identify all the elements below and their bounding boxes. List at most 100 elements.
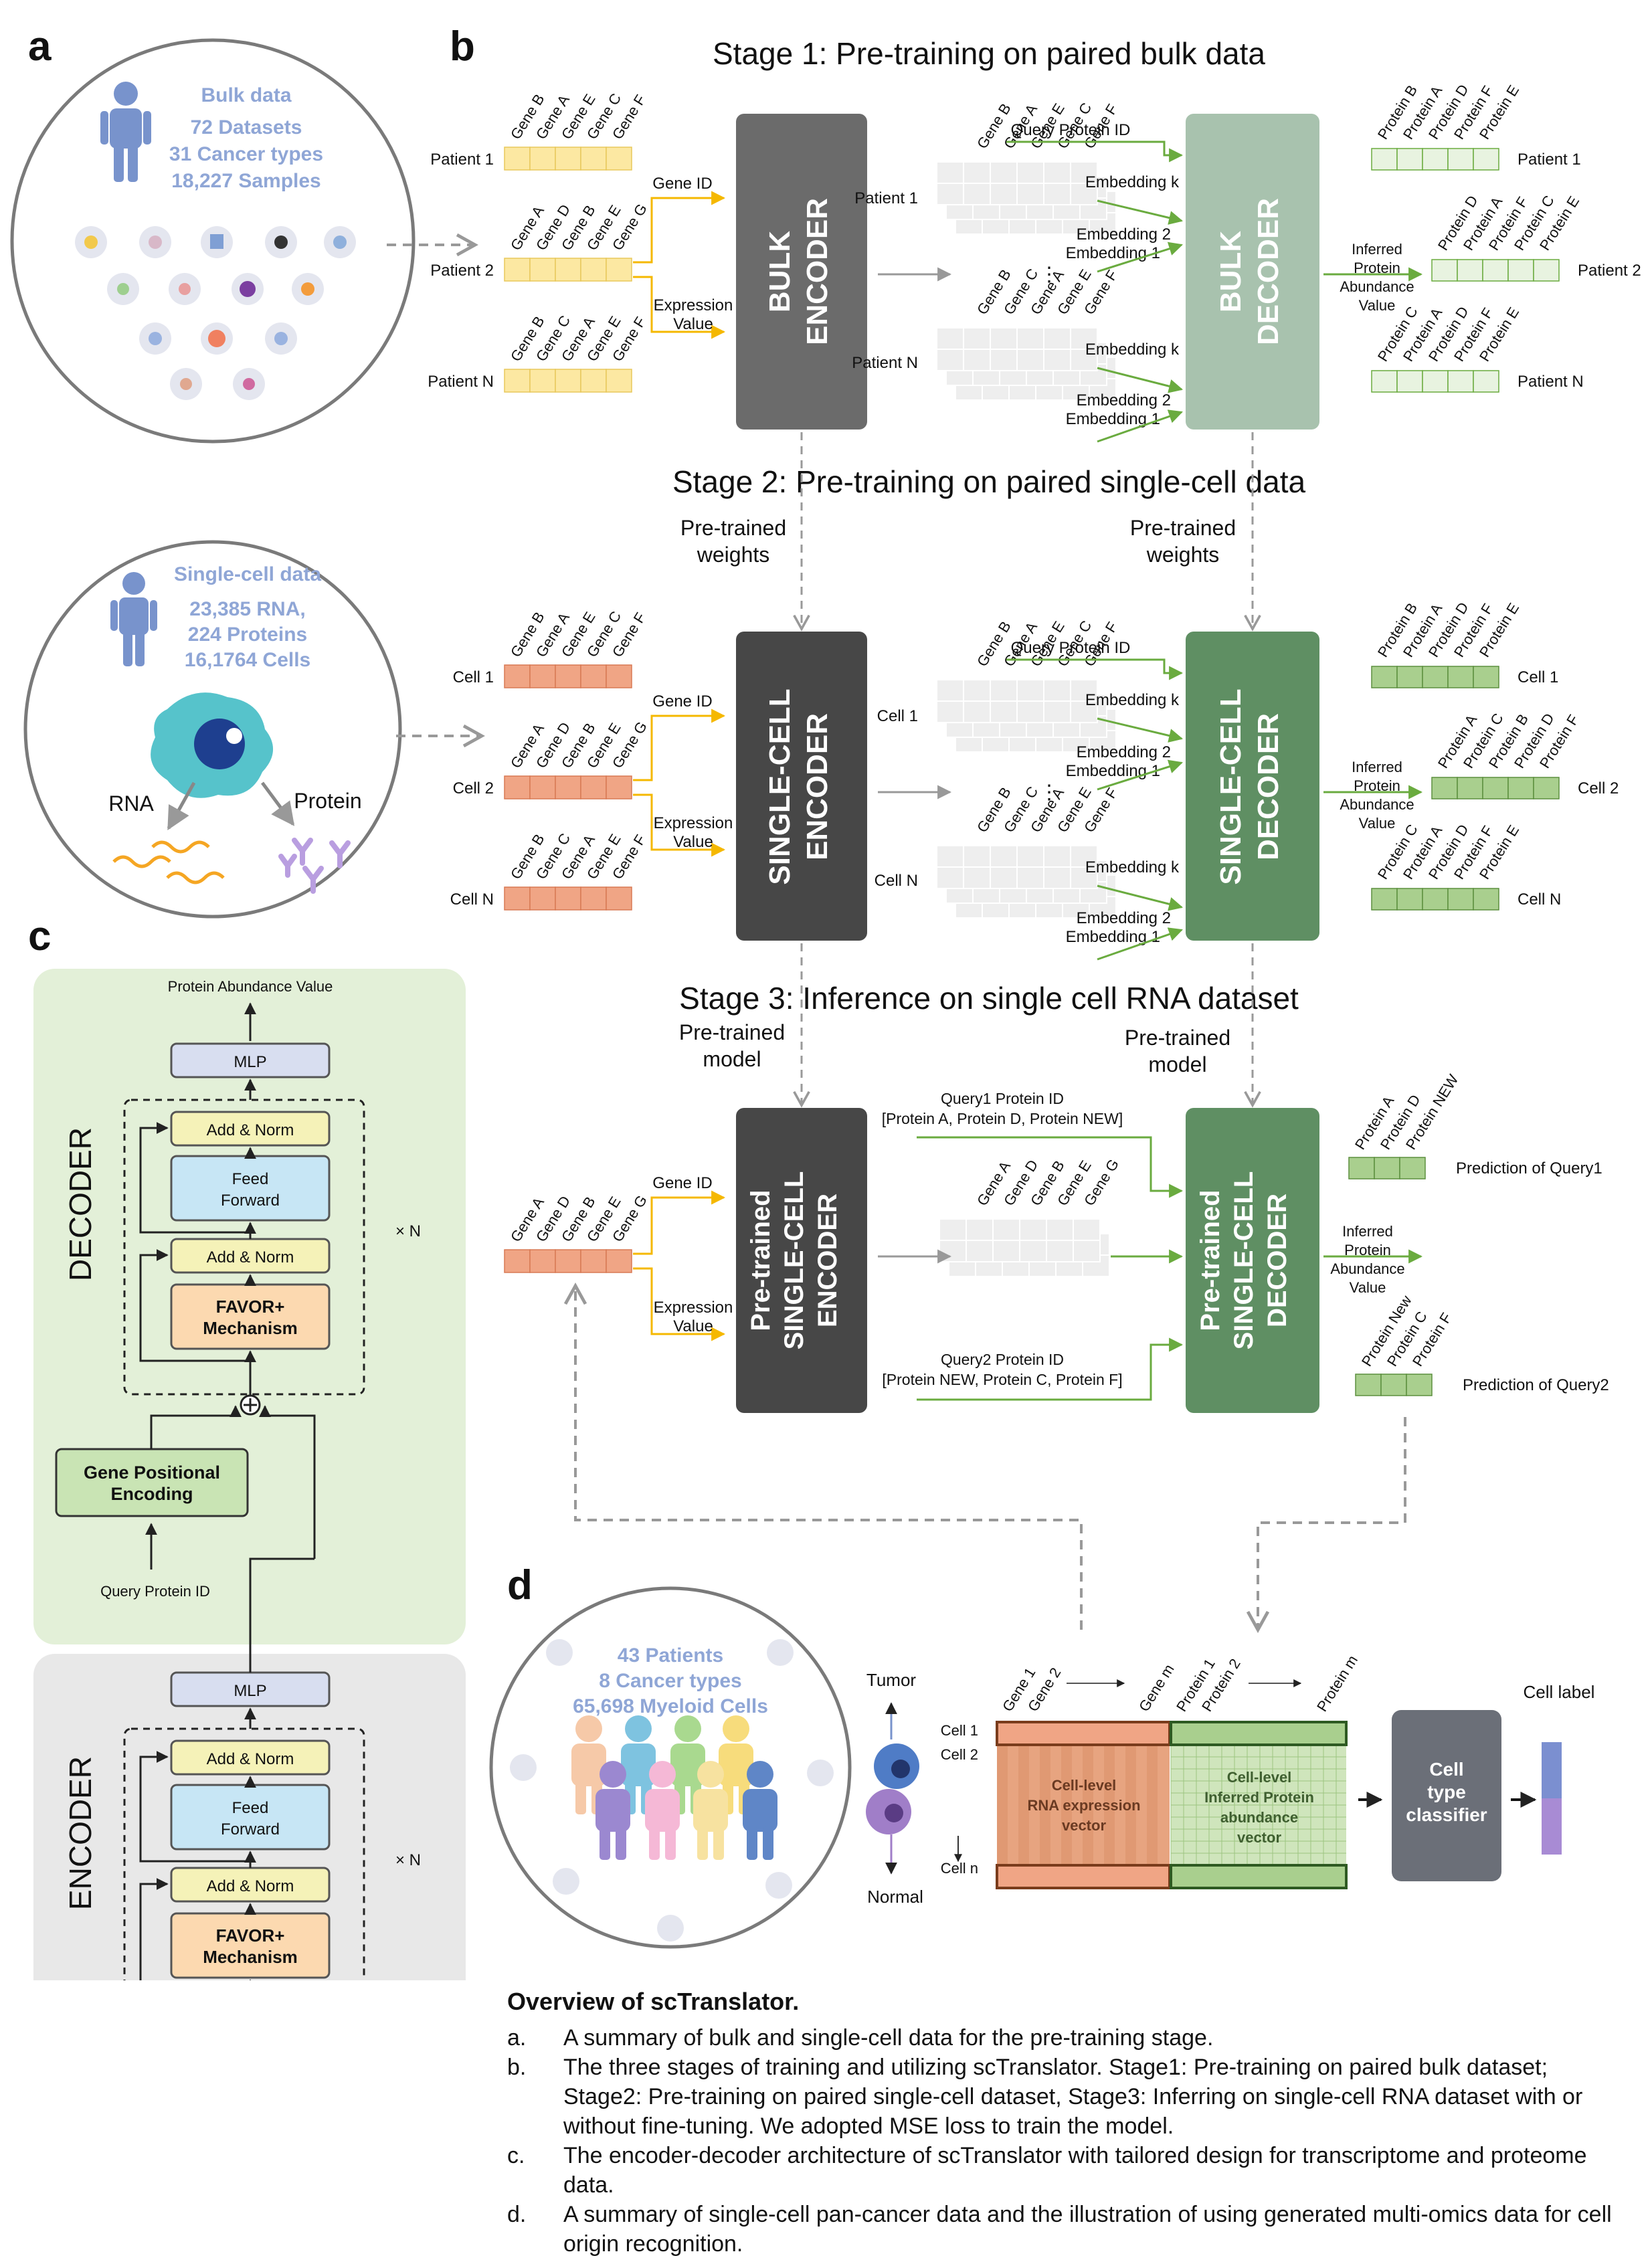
normal-label: Normal — [867, 1887, 923, 1907]
embedding-cell — [963, 327, 991, 350]
connector — [633, 191, 726, 264]
person-icon — [697, 1761, 724, 1788]
rna-matrix-column — [1061, 1745, 1072, 1865]
person-icon — [600, 1826, 610, 1860]
input-vector-cell — [555, 147, 581, 171]
rna-row-cell1 — [996, 1721, 1171, 1746]
sc-protein-count: 224 Proteins — [188, 624, 307, 646]
decoder-gene-positional-encoding-text: Gene Positional — [84, 1462, 220, 1483]
connector — [1097, 242, 1184, 273]
decoder-mlp-text: MLP — [234, 1053, 266, 1071]
inferred-label: Abundance — [1340, 796, 1414, 813]
connector — [1006, 658, 1184, 680]
decoder-label: DECODER — [63, 1127, 98, 1281]
bulk-title: Bulk data — [201, 84, 291, 106]
connector — [1097, 927, 1183, 961]
rna-vector-label: vector — [1062, 1817, 1106, 1834]
embedding-cell — [1016, 183, 1044, 205]
person-icon — [713, 1826, 724, 1860]
person-icon — [571, 1743, 606, 1786]
embedding-2-label: Embedding 2 — [1077, 391, 1171, 409]
person-icon — [600, 1761, 626, 1788]
connector — [1097, 199, 1184, 225]
stage2-title: Stage 2: Pre-training on paired single-c… — [672, 464, 1306, 499]
gene-id-label: Gene ID — [652, 692, 712, 711]
input-vector-cell — [555, 258, 581, 282]
rna-matrix-column — [1104, 1745, 1115, 1865]
connector — [139, 1751, 250, 1863]
bulk-encoder-block — [736, 114, 867, 430]
embedding-cell — [1016, 866, 1044, 889]
embedding-cell — [1070, 161, 1098, 184]
input-vector-cell — [555, 664, 581, 688]
embedding-1-label: Embedding 1 — [1066, 244, 1160, 262]
stage3-title: Stage 3: Inference on single cell RNA da… — [679, 981, 1299, 1016]
inferred-label: Inferred — [1342, 1223, 1393, 1240]
person-icon — [575, 1781, 586, 1814]
bulk-encoder-label-1: BULK — [763, 231, 796, 312]
encoder-mlp-text: MLP — [234, 1682, 266, 1700]
input-vector-cell — [555, 886, 581, 911]
embedding-cell — [963, 845, 991, 868]
embedding-cell — [936, 327, 964, 350]
input-vector-cell — [555, 369, 581, 393]
row-label: Cell 2 — [453, 779, 494, 797]
rna-matrix-column — [1125, 1745, 1136, 1865]
query1-label: Query1 Protein ID — [941, 1090, 1064, 1107]
protein-vector-label: Inferred Protein — [1204, 1789, 1314, 1806]
connector — [259, 1405, 316, 1559]
output-vector-cell — [1396, 148, 1423, 171]
input-vector-cell — [606, 369, 632, 393]
prediction-cell — [1374, 1157, 1400, 1179]
embedding-cell — [1016, 161, 1044, 184]
cancer-types-count: 8 Cancer types — [599, 1670, 741, 1692]
gene-id-label: Gene ID — [652, 175, 712, 193]
s3-pretrained-dec: Pre-trained — [1125, 1026, 1230, 1050]
inferred-label: Abundance — [1330, 1260, 1404, 1277]
output-row-label: Cell 1 — [1518, 668, 1558, 686]
output-row-label: Patient 1 — [1518, 151, 1581, 169]
input-vector-cell — [580, 775, 607, 799]
organ-icon — [765, 1872, 792, 1899]
inferred-label: Value — [1359, 297, 1396, 314]
sc-decoder-label-1: SINGLE-CELL — [1214, 688, 1247, 884]
decoder-favor-text: FAVOR+ — [216, 1297, 285, 1317]
encoder-addnorm-top — [170, 1739, 331, 1776]
embedding-cell — [936, 700, 964, 723]
input-vector-cell — [529, 775, 556, 799]
input-vector-cell — [504, 886, 531, 911]
embedding-cell — [936, 679, 964, 702]
connector — [633, 793, 726, 857]
embedding-cell — [936, 183, 964, 205]
embedding-cell — [1016, 700, 1044, 723]
prediction-query2-label: Prediction of Query2 — [1463, 1376, 1609, 1394]
embedding-cell — [1073, 1218, 1101, 1241]
panel-label-b: b — [450, 23, 475, 70]
embedding-2-label: Embedding 2 — [1077, 743, 1171, 761]
expression-label: Expression — [654, 296, 733, 314]
tumor-cell-icon — [891, 1760, 910, 1778]
input-vector-cell — [580, 258, 607, 282]
bulk-data-summary: Bulk data 72 Datasets 31 Cancer types 18… — [10, 38, 416, 444]
decoder-feed-forward-text: Forward — [221, 1192, 280, 1210]
connector — [917, 1136, 1184, 1198]
embedding-cell — [1070, 349, 1098, 371]
cell-n-label: Cell n — [941, 1860, 978, 1877]
embedding-cell — [939, 1218, 967, 1241]
embedding-cell — [1016, 845, 1044, 868]
output-vector-cell — [1507, 777, 1534, 799]
row-label: Cell 1 — [453, 668, 494, 686]
output-vector-cell — [1482, 259, 1509, 282]
connector — [1097, 717, 1184, 743]
output-vector-cell — [1447, 666, 1474, 688]
connector — [633, 276, 726, 339]
expression-label: Value — [673, 315, 713, 333]
classifier-block — [1392, 1710, 1501, 1881]
sc-encoder-label-1: SINGLE-CELL — [763, 688, 796, 884]
rna-matrix-column — [1147, 1745, 1158, 1865]
s2-pretrained-enc: Pre-trained — [680, 516, 786, 540]
query-protein-id-label: Query Protein ID — [1011, 639, 1131, 657]
caption-text: A summary of single-cell pan-cancer data… — [563, 2202, 1612, 2257]
